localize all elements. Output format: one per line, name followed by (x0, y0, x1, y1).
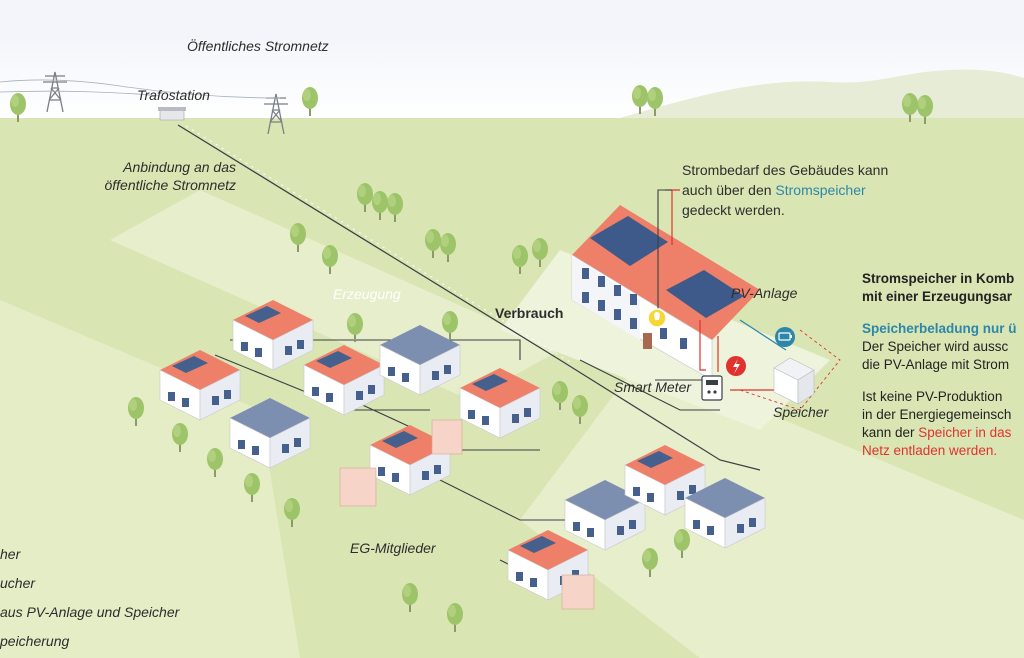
storage-unit (773, 357, 815, 405)
panel-body2-line-3-red: Speicher in das (918, 425, 1012, 440)
callout-highlight: Stromspeicher (775, 182, 866, 198)
legend-item: her (0, 546, 21, 562)
battery-icon (775, 327, 795, 347)
panel-title-line-2: mit einer Erzeugungsar (862, 289, 1013, 304)
panel-body-line-1: Der Speicher wird aussc (862, 339, 1009, 354)
panel-subtitle: Speicherbeladung nur ü (862, 321, 1017, 336)
panel-body2-line-4: Netz entladen werden. (862, 443, 998, 458)
callout-text: Strombedarf des Gebäudes kann auch über … (682, 160, 888, 220)
bulb-icon (647, 308, 667, 328)
consumption-label: Verbrauch (495, 305, 564, 321)
trafo-label: Trafostation (137, 87, 210, 103)
lightning-icon (726, 356, 746, 376)
callout-line-3: gedeckt werden. (682, 202, 785, 218)
trafo-station (158, 107, 186, 121)
smart-meter-label: Smart Meter (614, 379, 692, 395)
legend-item: peicherung (0, 633, 70, 649)
panel-body2-line-3: kann der Speicher in das (862, 424, 1024, 442)
info-panel: Stromspeicher in Komb mit einer Erzeugun… (862, 270, 1024, 474)
houses-members (339, 367, 766, 610)
legend: her ucher aus PV-Anlage und Speicher pei… (0, 544, 179, 658)
generation-label: Erzeugung (333, 286, 401, 302)
connection-label: Anbindung an das öffentliche Stromnetz (104, 159, 236, 193)
callout-line-2-prefix: auch über den (682, 182, 776, 198)
panel-body2-line-3-prefix: kann der (862, 425, 919, 440)
legend-item: aus PV-Anlage und Speicher (0, 604, 180, 620)
panel-body2-line-1: Ist keine PV-Produktion (862, 389, 1003, 404)
apartment-building (571, 205, 760, 381)
callout-line-2: auch über den Stromspeicher (682, 180, 888, 200)
smart-meter-icon (701, 375, 723, 401)
members-label: EG-Mitglieder (350, 540, 436, 556)
panel-title: Stromspeicher in Komb mit einer Erzeugun… (862, 270, 1024, 306)
storage-label: Speicher (773, 404, 829, 420)
panel-body-line-2: die PV-Anlage mit Strom (862, 357, 1010, 372)
pv-label: PV-Anlage (731, 285, 798, 301)
legend-item: ucher (0, 575, 36, 591)
panel-section-1: Speicherbeladung nur ü Der Speicher wird… (862, 320, 1024, 374)
panel-section-2: Ist keine PV-Produktion in der Energiege… (862, 388, 1024, 460)
grid-label: Öffentliches Stromnetz (187, 38, 329, 54)
panel-body2-line-2: in der Energiegemeinsch (862, 407, 1012, 422)
panel-title-line-1: Stromspeicher in Komb (862, 271, 1015, 286)
callout-line-1: Strombedarf des Gebäudes kann (682, 162, 889, 178)
